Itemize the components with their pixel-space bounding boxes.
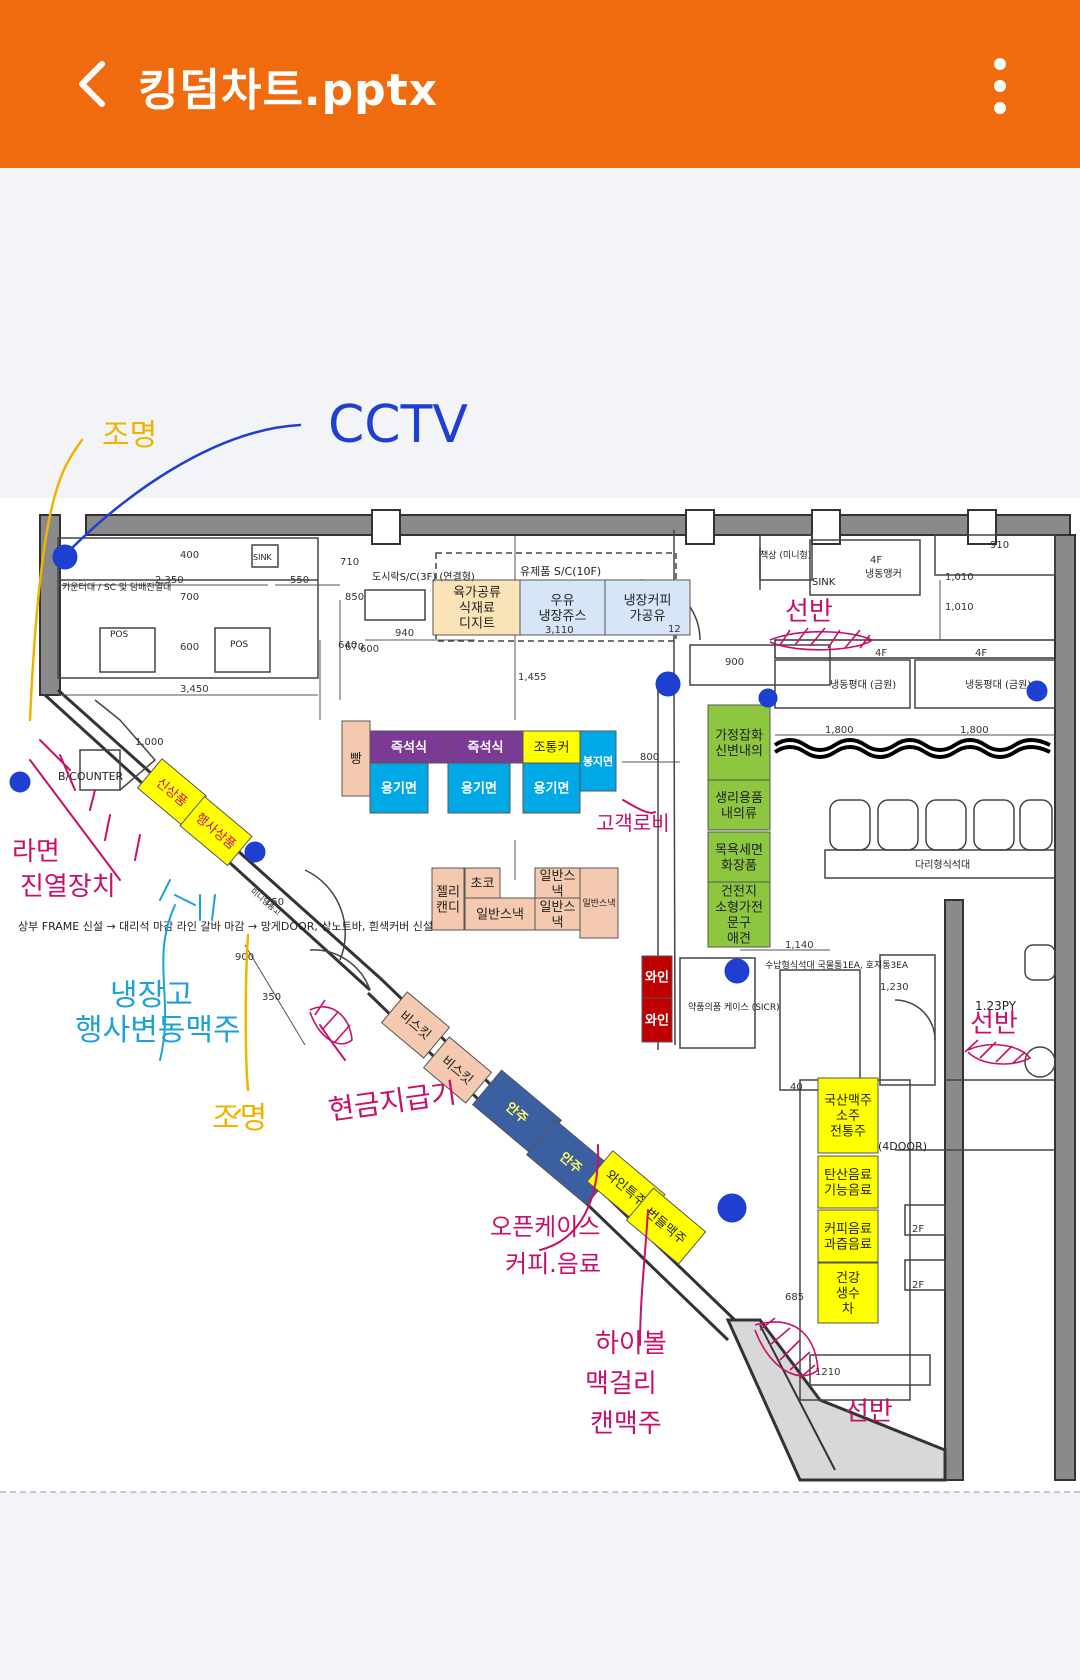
more-options-button[interactable] [976, 52, 1024, 122]
more-vert-icon [994, 58, 1006, 114]
document-title: 킹덤차트.pptx [138, 65, 439, 116]
slide-bottom-edge [0, 1491, 1080, 1493]
slide-page[interactable] [0, 498, 1080, 1492]
chevron-left-icon [79, 61, 105, 107]
app-bar: 킹덤차트.pptx [0, 0, 1080, 168]
back-button[interactable] [66, 56, 122, 112]
viewer-bottom-area [0, 1521, 1080, 1680]
